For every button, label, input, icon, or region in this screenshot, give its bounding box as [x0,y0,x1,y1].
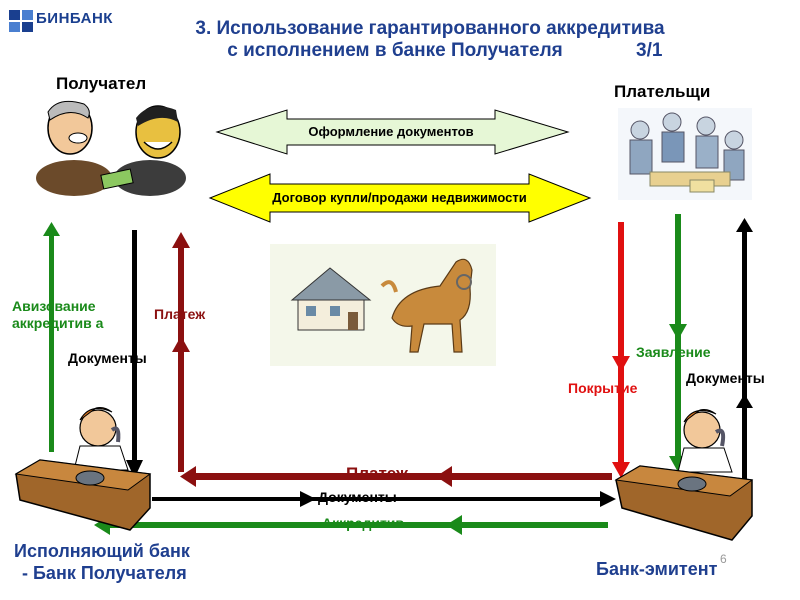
advising-label: Авизование аккредитив а [12,298,104,331]
executing-bank-line-2: - Банк Получателя [22,563,187,583]
bottom-payment-arrow [180,466,612,487]
application-label: Заявление [636,344,711,360]
docs-processing-label: Оформление документов [308,124,474,139]
page-title: 3. Использование гарантированного аккред… [120,18,740,62]
payment-left-label: Платеж [154,306,206,322]
recipient-label: Получател [56,74,147,93]
issuing-bank-label: Банк-эмитент [596,559,718,579]
title-line-2: с исполнением в банке Получателя [227,40,563,61]
advising-arrow [43,222,60,452]
payers-label: Плательщи [614,82,711,101]
documents-right-arrow [736,218,753,494]
recipient-illustration [36,100,186,196]
title-number: 3/1 [636,40,663,61]
coverage-arrow [612,222,630,478]
bottom-documents-label: Документы [318,489,397,505]
executing-bank-clerk [14,407,152,531]
payment-left-arrow [172,232,190,472]
documents-right-label: Документы [686,370,765,386]
house-dog-illustration [270,244,496,366]
bottom-credit-label: Аккредитив [322,515,405,531]
logo-icon [9,10,33,32]
bottom-documents-arrow [152,491,616,507]
sale-contract-label: Договор купли/продажи недвижимости [272,190,527,205]
documents-left-arrow [126,230,143,478]
bank-logo [6,6,136,36]
payers-illustration [618,108,752,200]
issuing-bank-clerk [614,409,754,541]
documents-left-label: Документы [68,350,147,366]
bottom-payment-label: Платеж [346,464,409,483]
logo-text: БИНБАНК [36,10,113,27]
sale-contract-arrow [208,173,592,223]
docs-processing-arrow [215,109,570,155]
page-number: 6 [720,552,727,566]
executing-bank-label: Исполняющий банк - Банк Получателя [14,540,190,584]
title-line-1: 3. Использование гарантированного аккред… [195,18,665,39]
executing-bank-line-1: Исполняющий банк [14,541,190,561]
coverage-label: Покрытие [568,380,638,396]
